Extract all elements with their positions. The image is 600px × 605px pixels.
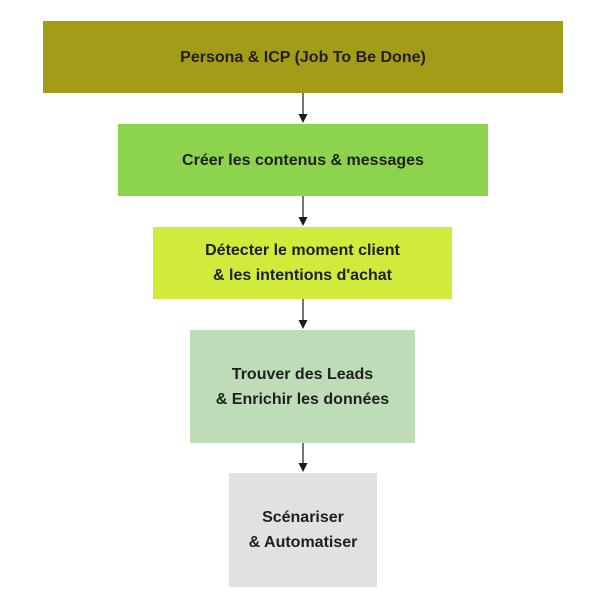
arrow-2-to-3 [298, 196, 308, 226]
step-scenariser-label: Scénariser & Automatiser [248, 509, 358, 551]
step-trouver-leads-label: Trouver des Leads & Enrichir les données [215, 365, 390, 408]
step-persona-icp: Persona & ICP (Job To Be Done) [43, 21, 563, 93]
step-persona-icp-label: Persona & ICP (Job To Be Done) [180, 48, 426, 66]
step-detecter-moment-label: Détecter le moment client & les intentio… [205, 242, 400, 284]
arrow-4-to-5 [298, 443, 308, 472]
arrow-1-to-2 [298, 93, 308, 123]
step-detecter-moment: Détecter le moment client & les intentio… [153, 227, 452, 299]
step-creer-contenus-label: Créer les contenus & messages [182, 151, 424, 169]
step-scenariser: Scénariser & Automatiser [229, 473, 377, 587]
step-creer-contenus: Créer les contenus & messages [118, 124, 488, 196]
arrow-3-to-4 [298, 299, 308, 329]
step-trouver-leads: Trouver des Leads & Enrichir les données [190, 330, 415, 443]
